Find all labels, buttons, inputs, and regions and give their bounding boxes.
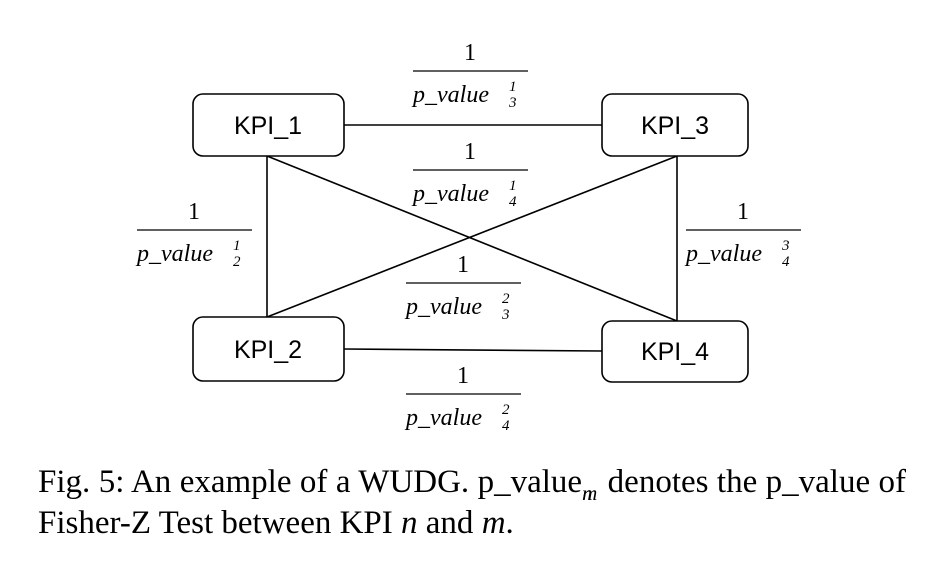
fraction-numerator: 1 bbox=[457, 363, 469, 389]
fraction-numerator: 1 bbox=[464, 40, 476, 66]
fraction-superscript: 1 bbox=[509, 79, 517, 95]
denominator-base: p_value bbox=[404, 405, 482, 431]
fraction-numerator: 1 bbox=[457, 252, 469, 278]
caption-var-m: m bbox=[481, 505, 506, 541]
edge-kpi2-kpi4 bbox=[343, 348, 603, 352]
edge-kpi2-kpi3 bbox=[266, 155, 678, 318]
weight-label-kpi1-kpi4: 1 p_value 1 4 bbox=[411, 139, 528, 210]
denominator-base: p_value bbox=[404, 294, 482, 320]
fraction-denominator: p_value bbox=[135, 241, 213, 267]
caption-end: . bbox=[505, 505, 514, 541]
fraction-denominator: p_value bbox=[404, 294, 482, 320]
fraction-denominator: p_value bbox=[411, 82, 489, 108]
caption-and: and bbox=[417, 505, 482, 541]
fraction-superscript: 1 bbox=[509, 178, 517, 194]
fraction-denominator: p_value bbox=[684, 241, 762, 267]
node-label: KPI_4 bbox=[641, 338, 709, 366]
caption-var-n: n bbox=[401, 505, 418, 541]
fraction-superscript: 1 bbox=[233, 238, 241, 254]
weight-label-kpi1-kpi3: 1 p_value 1 3 bbox=[411, 40, 528, 111]
caption-middle: denotes the p_value of Fisher-Z Test bet… bbox=[38, 464, 907, 541]
fraction-subscript: 3 bbox=[508, 95, 517, 111]
node-kpi3: KPI_3 bbox=[601, 93, 749, 157]
weight-label-kpi2-kpi3: 1 p_value 2 3 bbox=[404, 252, 521, 323]
fraction-subscript: 2 bbox=[233, 254, 241, 270]
weight-label-kpi3-kpi4: 1 p_value 3 4 bbox=[684, 199, 801, 270]
fraction-subscript: 4 bbox=[502, 418, 510, 434]
fraction-superscript: 2 bbox=[502, 402, 510, 418]
fraction-denominator: p_value bbox=[404, 405, 482, 431]
fraction-denominator: p_value bbox=[411, 181, 489, 207]
weight-label-kpi1-kpi2: 1 p_value 1 2 bbox=[135, 199, 252, 270]
node-kpi2: KPI_2 bbox=[192, 316, 345, 382]
node-kpi4: KPI_4 bbox=[601, 320, 749, 383]
denominator-base: p_value bbox=[411, 82, 489, 108]
fraction-numerator: 1 bbox=[737, 199, 749, 225]
edge-kpi1-kpi4 bbox=[266, 155, 678, 322]
node-kpi1: KPI_1 bbox=[192, 93, 345, 157]
weight-label-kpi2-kpi4: 1 p_value 2 4 bbox=[404, 363, 521, 434]
denominator-base: p_value bbox=[135, 241, 213, 267]
denominator-base: p_value bbox=[684, 241, 762, 267]
fraction-numerator: 1 bbox=[188, 199, 200, 225]
fraction-subscript: 4 bbox=[782, 254, 790, 270]
denominator-base: p_value bbox=[411, 181, 489, 207]
node-label: KPI_3 bbox=[641, 112, 709, 140]
node-label: KPI_2 bbox=[234, 336, 302, 364]
fraction-subscript: 3 bbox=[501, 307, 510, 323]
fraction-subscript: 4 bbox=[509, 194, 517, 210]
fraction-superscript: 3 bbox=[781, 238, 790, 254]
fraction-numerator: 1 bbox=[464, 139, 476, 165]
node-label: KPI_1 bbox=[234, 112, 302, 140]
fraction-superscript: 2 bbox=[502, 291, 510, 307]
caption-prefix: Fig. 5: An example of a WUDG. p_value bbox=[38, 464, 583, 500]
